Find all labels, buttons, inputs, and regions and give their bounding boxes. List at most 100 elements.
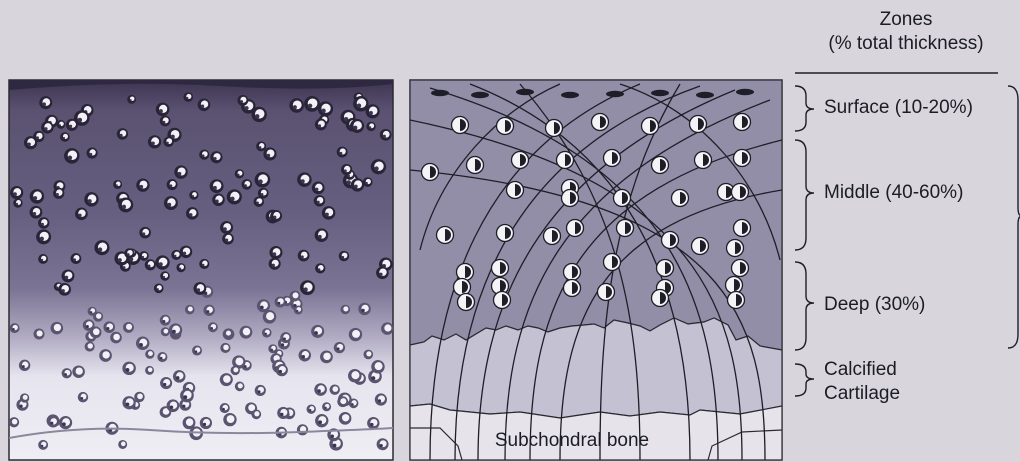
micrograph-cell — [315, 119, 327, 131]
micrograph-cell — [311, 325, 324, 338]
micrograph-cell — [113, 180, 122, 189]
micrograph-cell — [59, 416, 72, 429]
micrograph-cell — [314, 383, 327, 396]
micrograph-cell — [315, 263, 325, 273]
micrograph-cell — [185, 305, 195, 315]
micrograph-cell — [136, 179, 149, 192]
micrograph-cell — [85, 342, 95, 352]
micrograph-cell — [307, 405, 316, 414]
micrograph-cell — [220, 373, 233, 386]
schematic-cell — [564, 280, 581, 297]
micrograph-cell — [62, 368, 72, 378]
micrograph-cell — [363, 350, 373, 360]
micrograph-cell — [339, 251, 349, 261]
schematic-cell — [512, 152, 529, 169]
micrograph-cell — [174, 165, 187, 178]
micrograph-cell — [339, 412, 352, 425]
micrograph-cell — [41, 121, 53, 133]
schematic-cell — [732, 184, 749, 201]
micrograph-cell — [192, 346, 202, 356]
micrograph-cell — [118, 440, 127, 449]
micrograph-cell — [99, 349, 112, 362]
micrograph-cell — [47, 416, 58, 427]
micrograph-cell — [78, 392, 88, 402]
micrograph-cell — [376, 266, 389, 279]
micrograph-cell — [289, 98, 304, 113]
schematic-cell — [662, 232, 679, 249]
surface-cell — [561, 92, 579, 98]
micrograph-cell — [155, 255, 169, 269]
micrograph-cell — [318, 101, 333, 116]
micrograph-cell — [74, 110, 90, 126]
surface-bracket — [795, 86, 814, 131]
micrograph-cell — [90, 327, 102, 339]
micrograph-cell — [38, 217, 49, 228]
micrograph-cell — [145, 259, 156, 270]
schematic-cell — [727, 240, 744, 257]
schematic-cell — [458, 294, 475, 311]
micrograph-cell — [330, 384, 340, 394]
schematic-cell — [467, 157, 484, 174]
micrograph-cell — [227, 189, 242, 204]
micrograph-cell — [122, 396, 135, 409]
micrograph-cell — [167, 179, 178, 190]
micrograph-cell — [9, 417, 19, 427]
micrograph-cell — [160, 271, 169, 280]
micrograph-cell — [19, 360, 30, 371]
micrograph-cell — [169, 323, 182, 336]
micrograph-cell — [280, 332, 291, 343]
micrograph-cell — [349, 328, 362, 341]
micrograph-cell — [72, 365, 85, 378]
schematic-cell — [734, 114, 751, 131]
zones-header: Zones (% total thickness) — [806, 8, 1006, 56]
schematic-cell — [562, 190, 579, 207]
micrograph-cell — [124, 248, 134, 258]
schematic-panel: Subchondral bone — [410, 80, 782, 460]
micrograph-cell — [297, 172, 311, 186]
schematic-cell — [695, 152, 712, 169]
micrograph-cell — [275, 296, 286, 307]
micrograph-cell — [154, 284, 164, 294]
middle-bracket — [795, 140, 814, 250]
micrograph-cell — [61, 269, 74, 282]
micrograph-cell — [276, 364, 288, 376]
micrograph-cell — [263, 147, 276, 160]
micrograph-cell — [93, 312, 103, 322]
micrograph-cell — [363, 177, 373, 187]
micrograph-cell — [189, 191, 198, 200]
micrograph-cell — [127, 95, 136, 104]
micrograph-cell — [298, 250, 310, 262]
subchondral-bone-label: Subchondral bone — [495, 430, 649, 451]
micrograph-cell — [299, 349, 311, 361]
micrograph-cell — [380, 129, 392, 141]
micrograph-cell — [203, 305, 214, 316]
micrograph-cell — [220, 403, 230, 413]
zone-label-middle: Middle (40-60%) — [824, 182, 963, 204]
micrograph-cell — [294, 306, 303, 315]
micrograph-cell — [314, 195, 325, 206]
schematic-cell — [657, 260, 674, 277]
schematic-cell — [604, 150, 621, 167]
schematic-cell — [422, 164, 439, 181]
micrograph-cell — [160, 116, 171, 127]
micrograph-cell — [334, 342, 345, 353]
zones-header-title: Zones — [806, 8, 1006, 32]
micrograph-cell — [139, 227, 151, 239]
micrograph-cell — [255, 172, 271, 188]
schematic-cell — [652, 157, 669, 174]
micrograph-cell — [183, 92, 193, 102]
surface-cell — [516, 89, 534, 95]
deep-bracket — [795, 262, 814, 350]
micrograph-cell — [222, 233, 234, 245]
surface-cell — [696, 92, 714, 98]
schematic-cell — [557, 152, 574, 169]
micrograph-panel — [9, 80, 394, 460]
micrograph-cell — [208, 322, 218, 332]
micrograph-cell — [71, 253, 82, 264]
zone-label-deep: Deep (30%) — [824, 294, 925, 316]
micrograph-cell — [351, 178, 364, 191]
micrograph-cell — [262, 328, 272, 338]
micrograph-cell — [110, 332, 122, 344]
micrograph-cell — [117, 128, 128, 139]
micrograph-cell — [34, 329, 45, 340]
